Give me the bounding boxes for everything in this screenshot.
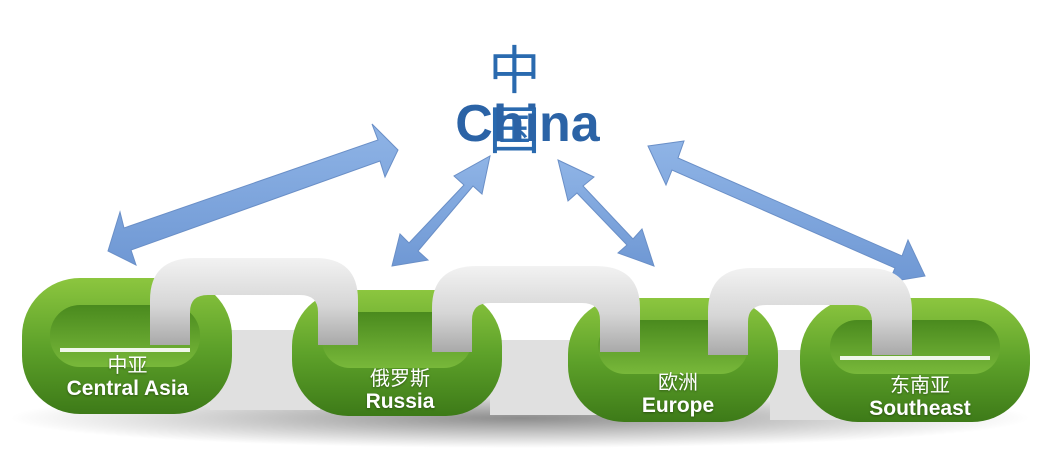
gray-link-1 [150, 258, 358, 345]
region-label-europe: 欧洲 Europe [593, 370, 763, 418]
title-english: China [455, 95, 600, 153]
arrow-to-southeast [647, 140, 926, 283]
gray-link-2 [432, 266, 640, 352]
region-label-southeast: 东南亚 Southeast [830, 373, 1010, 421]
region-english: Southeast [869, 397, 971, 420]
arrow-to-europe [557, 159, 655, 267]
region-label-russia: 俄罗斯 Russia [315, 366, 485, 414]
gray-link-3 [708, 268, 912, 355]
region-chinese: 中亚 [107, 353, 148, 377]
arrow-to-central-asia [107, 123, 399, 266]
region-chinese: 东南亚 [890, 373, 950, 397]
arrow-to-russia [391, 155, 491, 267]
region-chinese: 欧洲 [658, 370, 698, 394]
region-chinese: 俄罗斯 [370, 366, 430, 390]
region-label-central-asia: 中亚 Central Asia [40, 353, 215, 401]
region-english: Russia [365, 390, 435, 413]
region-english: Central Asia [66, 377, 189, 400]
title-chinese: 中 国 [488, 42, 567, 162]
region-english: Europe [641, 394, 715, 417]
